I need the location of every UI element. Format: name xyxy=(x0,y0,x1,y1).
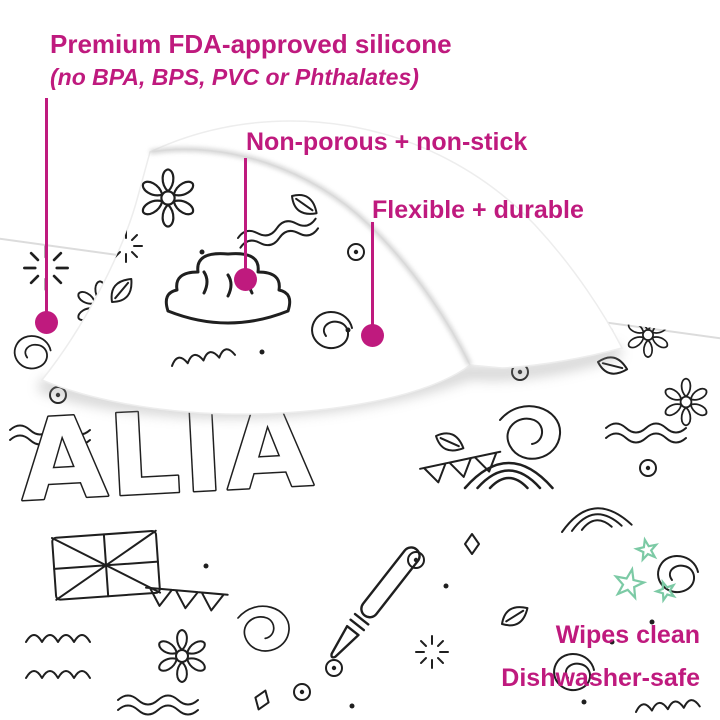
annotation-material-line2: (no BPA, BPS, PVC or Phthalates) xyxy=(50,64,419,90)
annotation-material-line1: Premium FDA-approved silicone xyxy=(50,29,452,59)
callout-dot-material xyxy=(35,311,58,334)
callout-line-nonporous xyxy=(244,158,247,270)
star-icon xyxy=(633,536,660,562)
doodle-flag xyxy=(51,529,162,601)
callout-line-flexible xyxy=(371,222,374,326)
feature-dishwasher-safe: Dishwasher-safe xyxy=(501,664,700,692)
callout-dot-nonporous xyxy=(234,268,257,291)
star-icon xyxy=(610,564,648,601)
star-icon xyxy=(653,577,679,603)
folded-corner-doodles xyxy=(104,165,365,367)
annotation-material: Premium FDA-approved silicone (no BPA, B… xyxy=(50,28,452,94)
feature-list: Wipes clean Dishwasher-safe xyxy=(501,614,700,700)
annotation-flexible: Flexible + durable xyxy=(372,196,584,224)
sparkle-stars xyxy=(610,536,679,603)
annotation-nonporous: Non-porous + non-stick xyxy=(246,128,528,156)
feature-wipes-clean: Wipes clean xyxy=(555,621,700,649)
callout-dot-flexible xyxy=(361,324,384,347)
callout-line-material xyxy=(45,98,48,313)
fold-crease xyxy=(149,146,473,367)
